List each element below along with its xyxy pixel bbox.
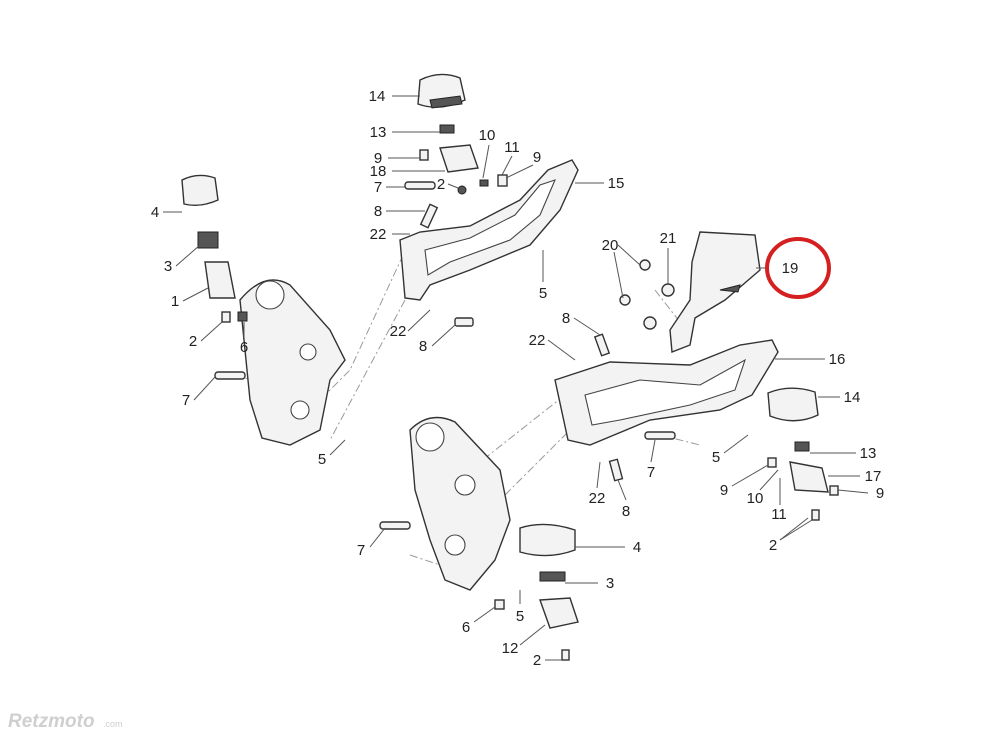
callout-2: 2 bbox=[437, 176, 445, 193]
callout-5: 5 bbox=[318, 451, 326, 468]
left-bracket-assembly bbox=[181, 174, 346, 446]
callout-16: 16 bbox=[829, 351, 846, 368]
watermark-suffix: .com bbox=[103, 719, 123, 729]
callout-7: 7 bbox=[182, 392, 190, 409]
callout-13: 13 bbox=[370, 124, 387, 141]
leader-lines bbox=[163, 95, 869, 661]
callout-7: 7 bbox=[647, 464, 655, 481]
callout-8: 8 bbox=[374, 203, 382, 220]
callout-9: 9 bbox=[720, 482, 728, 499]
callout-13: 13 bbox=[860, 445, 877, 462]
callout-9: 9 bbox=[876, 485, 884, 502]
callout-14: 14 bbox=[369, 88, 386, 105]
callout-22: 22 bbox=[529, 332, 546, 349]
callout-14: 14 bbox=[844, 389, 861, 406]
callout-22: 22 bbox=[370, 226, 387, 243]
callout-17: 17 bbox=[865, 468, 882, 485]
small-parts-top bbox=[404, 124, 508, 327]
callout-3: 3 bbox=[164, 258, 172, 275]
callout-20: 20 bbox=[602, 237, 619, 254]
callout-11: 11 bbox=[771, 506, 787, 523]
callout-10: 10 bbox=[747, 490, 764, 507]
callout-3: 3 bbox=[606, 575, 614, 592]
watermark-brand: Retzmoto bbox=[8, 711, 95, 732]
footpeg-14-right bbox=[608, 387, 839, 521]
callout-22: 22 bbox=[589, 490, 606, 507]
callout-18: 18 bbox=[370, 163, 387, 180]
footrest-bracket-16 bbox=[554, 339, 779, 446]
callout-9: 9 bbox=[374, 150, 382, 167]
watermark: Retzmoto .com bbox=[8, 711, 123, 732]
callout-2: 2 bbox=[533, 652, 541, 669]
callout-1: 1 bbox=[171, 293, 179, 310]
callout-6: 6 bbox=[462, 619, 470, 636]
callout-8: 8 bbox=[562, 310, 570, 327]
callout-22: 22 bbox=[390, 323, 407, 340]
callout-8: 8 bbox=[622, 503, 630, 520]
callout-21: 21 bbox=[660, 230, 677, 247]
callout-7: 7 bbox=[374, 179, 382, 196]
callout-4: 4 bbox=[151, 204, 159, 221]
callout-8: 8 bbox=[419, 338, 427, 355]
callout-2: 2 bbox=[189, 333, 197, 350]
callout-5: 5 bbox=[712, 449, 720, 466]
footrest-bracket-15 bbox=[399, 159, 579, 301]
callout-19: 19 bbox=[782, 260, 799, 277]
callout-2: 2 bbox=[769, 537, 777, 554]
callout-5: 5 bbox=[539, 285, 547, 302]
callout-4: 4 bbox=[633, 539, 641, 556]
footpeg-14-top bbox=[417, 73, 466, 109]
callout-5: 5 bbox=[516, 608, 524, 625]
callout-7: 7 bbox=[357, 542, 365, 559]
heel-guard-19 bbox=[593, 231, 761, 357]
callout-10: 10 bbox=[479, 127, 496, 144]
callout-12: 12 bbox=[502, 640, 519, 657]
callout-6: 6 bbox=[240, 339, 248, 356]
callout-11: 11 bbox=[504, 139, 520, 156]
callout-9: 9 bbox=[533, 149, 541, 166]
callout-15: 15 bbox=[608, 175, 625, 192]
highlight-circle bbox=[765, 237, 831, 299]
callout-labels: 14 13 10 11 9 9 18 7 2 15 8 22 5 22 8 4 … bbox=[151, 88, 884, 669]
lower-bracket-assembly bbox=[379, 416, 579, 661]
